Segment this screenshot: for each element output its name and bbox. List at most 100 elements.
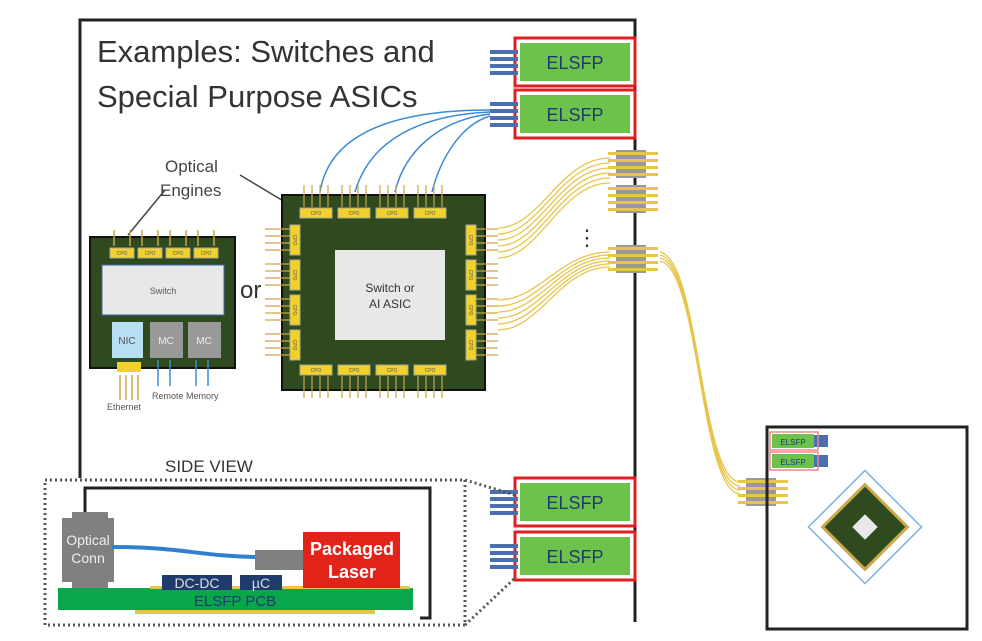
- title-line-2: Special Purpose ASICs: [97, 79, 418, 114]
- fiber: [659, 251, 741, 483]
- fiber-connector: [608, 150, 658, 178]
- cpo-engine: CPO: [289, 224, 301, 256]
- cpo-engine: CPO: [289, 329, 301, 361]
- mini-elsfp-label: ELSFP: [780, 438, 805, 447]
- elsfp-body: [520, 43, 630, 81]
- memory-arrows: [157, 360, 209, 386]
- cpo-label: CPO: [349, 368, 360, 374]
- system-overview-box: [765, 425, 969, 631]
- big-chip: Switch or AI ASIC: [281, 194, 486, 391]
- fiber: [497, 182, 611, 259]
- mini-elsfp-label: ELSFP: [780, 458, 805, 467]
- fiber: [659, 254, 741, 487]
- cpo-label: CPO: [467, 305, 473, 316]
- elsfp-label: ELSFP: [546, 547, 603, 567]
- fiber: [497, 167, 611, 241]
- uc-label: µC: [252, 575, 270, 591]
- elsfp-body: [520, 537, 630, 575]
- fiber: [497, 260, 611, 319]
- fiber-connector: [608, 185, 658, 213]
- elsfp-connector-pin: [490, 544, 518, 548]
- elsfp-label: ELSFP: [546, 493, 603, 513]
- cpo-engine: CPO: [413, 364, 447, 376]
- cpo-engine: CPO: [289, 259, 301, 291]
- cpo-engine: CPO: [337, 207, 371, 219]
- fiber-pin: [169, 230, 187, 246]
- cpo-label: CPO: [291, 235, 297, 246]
- cpo-engine: CPO: [413, 207, 447, 219]
- small-chip: Switch NIC MC MC Ethernet Remote Memory: [89, 236, 236, 412]
- side-view-label: SIDE VIEW: [165, 457, 253, 476]
- cpo-engine: CPO: [465, 224, 477, 256]
- fiber: [497, 251, 611, 301]
- fiber: [497, 157, 611, 229]
- cpo-label: CPO: [467, 340, 473, 351]
- cpo-label: CPO: [387, 368, 398, 374]
- optical-engines-line-2: Engines: [160, 181, 221, 200]
- big-chip-line-1: Switch or: [365, 281, 414, 295]
- elsfp-connector-pin: [490, 497, 518, 501]
- cpo-label: CPO: [291, 305, 297, 316]
- mc-label-2: MC: [196, 336, 212, 347]
- elsfp-connector-pin: [490, 565, 518, 569]
- fiber-connector: [608, 245, 658, 273]
- cpo-label: CPO: [311, 368, 322, 374]
- optical-conn-line-1: Optical: [66, 532, 110, 548]
- pcb-label: ELSFP PCB: [194, 593, 276, 610]
- packaged-laser: [303, 532, 400, 588]
- cpo-label: CPO: [173, 251, 184, 257]
- packaged-laser-line-2: Laser: [328, 562, 376, 582]
- elsfp-connector-pin: [490, 551, 518, 555]
- cpo-engine: CPO: [137, 247, 163, 259]
- fiber: [497, 254, 611, 307]
- dcdc-chip: [162, 575, 232, 590]
- cpo-label: CPO: [311, 211, 322, 217]
- elsfp-connector-pin: [490, 102, 518, 106]
- fiber: [659, 260, 741, 495]
- elsfp-connector-pin: [490, 64, 518, 68]
- side-view-dotted-box: [43, 478, 467, 627]
- fiber: [659, 257, 741, 491]
- pointer-line: [127, 189, 166, 236]
- cpo-engine: CPO: [165, 247, 191, 259]
- elsfp-connector-pin: [490, 116, 518, 120]
- title-line-1: Examples: Switches and: [97, 34, 435, 69]
- elsfp-module: ELSFP: [490, 88, 637, 140]
- cpo-label: CPO: [349, 211, 360, 217]
- cpo-engine: CPO: [193, 247, 219, 259]
- dcdc-label: DC-DC: [174, 575, 219, 591]
- fiber: [497, 177, 611, 253]
- cpo-label: CPO: [117, 251, 128, 257]
- elsfp-highlight: [513, 36, 637, 88]
- elsfp-connector-pin: [490, 57, 518, 61]
- cpo-label: CPO: [201, 251, 212, 257]
- main-system-box: [78, 18, 637, 622]
- blue-fibers: [319, 109, 491, 193]
- fiber: [497, 162, 611, 235]
- cpo-engine: CPO: [299, 207, 333, 219]
- fiber-pin: [113, 230, 131, 246]
- big-chip-cpos: CPO CPO CPO CPO CPO CPO CPO CPO CPO CPO CPO CPO CPO C…: [265, 185, 498, 398]
- cpo-label: CPO: [467, 270, 473, 281]
- cpo-engine: CPO: [337, 364, 371, 376]
- or-label: or: [240, 277, 261, 304]
- fiber: [497, 266, 611, 331]
- cpo-engine: CPO: [289, 294, 301, 326]
- cpo-label: CPO: [425, 211, 436, 217]
- elsfp-pcb: [58, 588, 413, 610]
- remote-memory-label: Remote Memory: [152, 391, 219, 401]
- laser-pigtail: [255, 550, 305, 570]
- cpo-engine: CPO: [299, 364, 333, 376]
- elsfp-connector-pin: [490, 511, 518, 515]
- mini-elsfps: ELSFP ELSFP: [769, 431, 828, 471]
- elsfp-highlight: [513, 88, 637, 140]
- mini-chip: [807, 469, 923, 585]
- fiber: [497, 263, 611, 325]
- mini-elsfp: ELSFP: [769, 431, 828, 451]
- small-chip-cpos: CPO CPO CPO CPO: [109, 230, 219, 259]
- cpo-engine: CPO: [465, 259, 477, 291]
- side-view-inner-box: [83, 486, 432, 620]
- fiber: [497, 172, 611, 247]
- elsfp-connector-pin: [490, 504, 518, 508]
